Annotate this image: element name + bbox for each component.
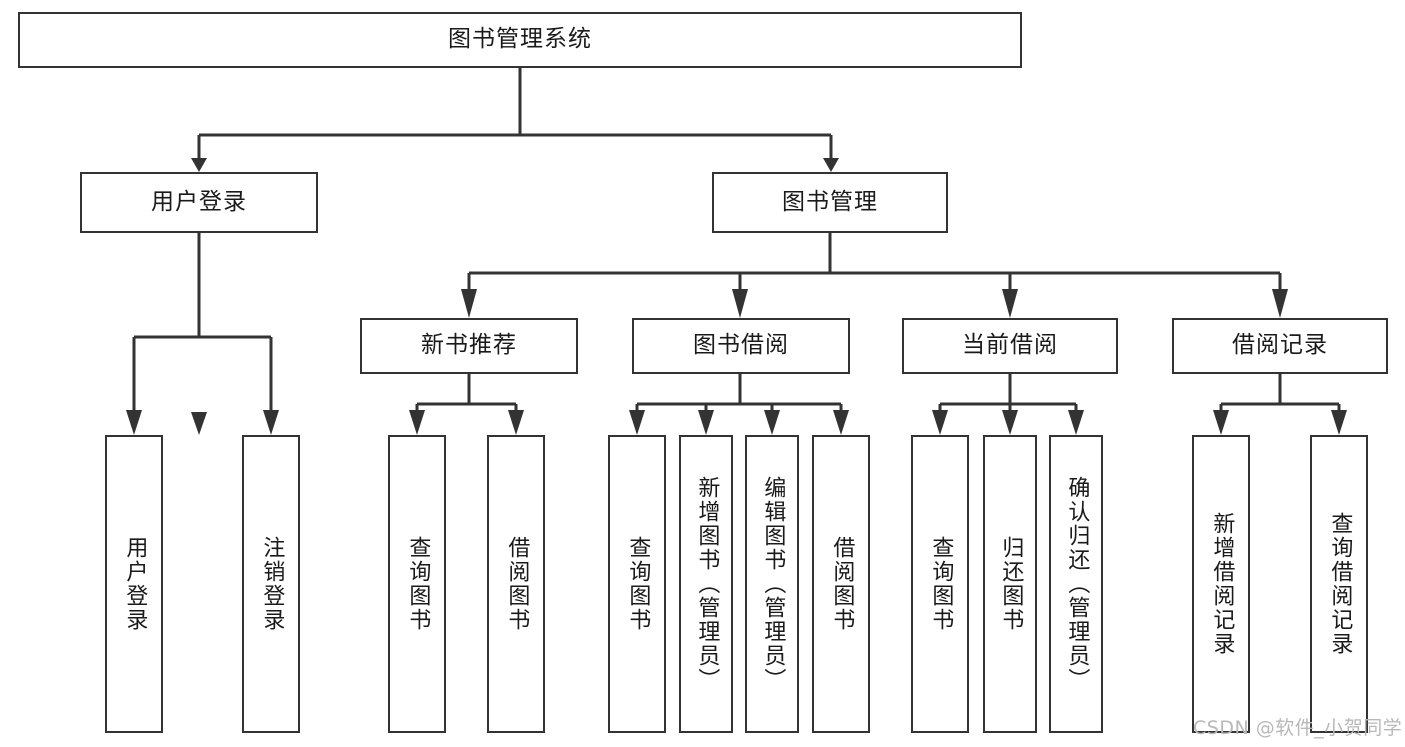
node-current-borrow[interactable]: 当前借阅 (902, 318, 1118, 374)
node-leaf-query-record-label: 查询借阅记录 (1327, 512, 1353, 656)
arrowhead-leaf-borrow-book-1 (508, 410, 524, 435)
node-leaf-add-record-label: 新增借阅记录 (1209, 512, 1235, 656)
node-leaf-confirm-return[interactable]: 确认归还（管理员） (1049, 435, 1103, 733)
node-leaf-user-login-label: 用户登录 (122, 536, 148, 632)
node-book-borrow[interactable]: 图书借阅 (632, 318, 850, 374)
node-root-label: 图书管理系统 (448, 26, 592, 53)
node-book-manage[interactable]: 图书管理 (712, 172, 948, 233)
arrowhead-leaf-borrow-book-2 (833, 410, 849, 435)
node-leaf-return-book[interactable]: 归还图书 (983, 435, 1037, 733)
node-new-book-rec[interactable]: 新书推荐 (360, 318, 578, 374)
node-leaf-query-book-2[interactable]: 查询图书 (608, 435, 666, 733)
arrow-to-user-login-leaf (191, 412, 207, 435)
node-book-manage-label: 图书管理 (782, 188, 878, 215)
node-leaf-borrow-book-1[interactable]: 借阅图书 (487, 435, 545, 733)
arrowhead-leaf-logout (263, 410, 279, 435)
arrowhead-leaf-query-book-2 (629, 410, 645, 435)
arrowhead-leaf-user-login (126, 410, 142, 435)
node-leaf-confirm-return-label: 确认归还（管理员） (1064, 476, 1090, 692)
arrowhead-bookborrow (732, 289, 748, 318)
arrowheads (126, 158, 1347, 435)
arrowhead-book-manage (823, 158, 839, 172)
arrowhead-leaf-return-book (1002, 410, 1018, 435)
arrowhead-leaf-query-record (1331, 410, 1347, 435)
arrowhead-leaf-query-book-1 (409, 410, 425, 435)
node-leaf-query-book-3[interactable]: 查询图书 (911, 435, 969, 733)
node-leaf-return-book-label: 归还图书 (998, 536, 1024, 632)
node-borrow-record-label: 借阅记录 (1232, 332, 1328, 359)
arrowhead-leaf-add-book (698, 410, 714, 435)
node-leaf-edit-book-label: 编辑图书（管理员） (760, 476, 786, 692)
watermark-text: CSDN @软件_小贺同学 (1193, 717, 1403, 739)
arrowhead-leaf-query-book-3 (932, 410, 948, 435)
node-leaf-borrow-book-2[interactable]: 借阅图书 (812, 435, 870, 733)
node-current-borrow-label: 当前借阅 (962, 332, 1058, 359)
node-leaf-query-book-2-label: 查询图书 (625, 536, 651, 632)
arrowhead-newbook (461, 289, 477, 318)
node-leaf-edit-book[interactable]: 编辑图书（管理员） (745, 435, 799, 733)
node-leaf-borrow-book-1-label: 借阅图书 (504, 536, 530, 632)
node-leaf-query-book-3-label: 查询图书 (928, 536, 954, 632)
node-leaf-user-login[interactable]: 用户登录 (105, 435, 163, 733)
node-leaf-query-record[interactable]: 查询借阅记录 (1310, 435, 1368, 733)
arrowhead-leaf-edit-book (764, 410, 780, 435)
node-leaf-logout[interactable]: 注销登录 (242, 435, 300, 733)
arrowhead-leaf-add-record (1213, 410, 1229, 435)
node-user-login-label: 用户登录 (151, 188, 247, 215)
node-borrow-record[interactable]: 借阅记录 (1172, 318, 1388, 374)
node-leaf-borrow-book-2-label: 借阅图书 (829, 536, 855, 632)
arrowhead-currentborrow (1002, 289, 1018, 318)
node-root[interactable]: 图书管理系统 (18, 12, 1022, 68)
arrowhead-user-login (191, 158, 207, 172)
node-leaf-logout-label: 注销登录 (259, 536, 285, 632)
node-leaf-add-record[interactable]: 新增借阅记录 (1192, 435, 1250, 733)
node-book-borrow-label: 图书借阅 (693, 332, 789, 359)
arrowhead-leaf-confirm-return (1068, 410, 1084, 435)
node-leaf-query-book-1[interactable]: 查询图书 (388, 435, 446, 733)
node-leaf-add-book[interactable]: 新增图书（管理员） (679, 435, 733, 733)
node-new-book-rec-label: 新书推荐 (421, 332, 517, 359)
node-leaf-add-book-label: 新增图书（管理员） (694, 476, 720, 692)
node-user-login[interactable]: 用户登录 (80, 172, 318, 233)
node-leaf-query-book-1-label: 查询图书 (405, 536, 431, 632)
arrowhead-borrowrecord (1272, 289, 1288, 318)
